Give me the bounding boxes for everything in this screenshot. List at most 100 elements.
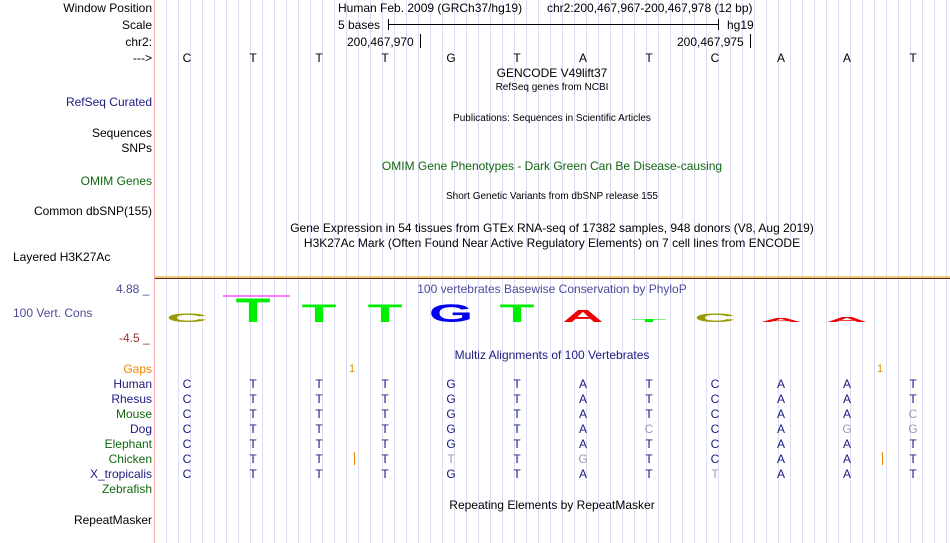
alignment-base: T <box>645 437 653 451</box>
alignment-base: C <box>182 467 192 481</box>
alignment-base: C <box>908 407 918 421</box>
label-omim-genes[interactable]: OMIM Genes <box>80 174 152 188</box>
phylop-letter-a: A <box>826 315 867 323</box>
scale-bar <box>388 24 718 25</box>
alignment-base: A <box>842 467 852 481</box>
alignment-base: C <box>644 422 654 436</box>
alignment-base: T <box>315 407 323 421</box>
sequence-base: T <box>249 51 257 65</box>
track-separator-orange <box>155 276 950 278</box>
species-label-rhesus[interactable]: Rhesus <box>111 392 152 406</box>
alignment-base: C <box>710 452 720 466</box>
gtex-title: Gene Expression in 54 tissues from GTEx … <box>290 221 814 235</box>
sequence-base: T <box>513 51 521 65</box>
alignment-base: T <box>513 437 521 451</box>
alignment-base: T <box>249 467 257 481</box>
label-refseq-curated[interactable]: RefSeq Curated <box>65 95 152 109</box>
alignment-base: A <box>578 437 588 451</box>
publications-title: Publications: Sequences in Scientific Ar… <box>453 113 651 124</box>
omim-phenotypes-title: OMIM Gene Phenotypes - Dark Green Can Be… <box>381 159 723 173</box>
coord-tick-right <box>750 34 751 48</box>
sequence-base: T <box>645 51 653 65</box>
alignment-base: T <box>909 437 917 451</box>
alignment-base: T <box>645 452 653 466</box>
phylop-letter-a: A <box>760 317 801 324</box>
alignment-base: G <box>446 422 456 436</box>
label-strand: ---> <box>133 51 152 65</box>
alignment-base: G <box>446 467 456 481</box>
alignment-base: T <box>249 437 257 451</box>
alignment-base: T <box>513 467 521 481</box>
alignment-base: T <box>447 452 455 466</box>
alignment-base: T <box>909 392 917 406</box>
sequence-base: T <box>381 51 389 65</box>
alignment-base: C <box>182 377 192 391</box>
alignment-base: T <box>381 392 389 406</box>
alignment-base: T <box>909 377 917 391</box>
alignment-base: T <box>909 452 917 466</box>
label-chr: chr2: <box>125 35 152 49</box>
gencode-title: GENCODE V49lift37 <box>496 66 608 80</box>
alignment-base: T <box>381 452 389 466</box>
alignment-base: T <box>513 377 521 391</box>
chicken-gap-marker-right <box>882 452 883 465</box>
alignment-base: T <box>381 467 389 481</box>
species-label-elephant[interactable]: Elephant <box>104 437 152 451</box>
species-label-x_tropicalis[interactable]: X_tropicalis <box>89 467 152 481</box>
label-sequences[interactable]: Sequences <box>91 126 152 140</box>
sequence-base: A <box>578 51 588 65</box>
alignment-base: T <box>315 452 323 466</box>
position-readout: chr2:200,467,967-200,467,978 (12 bp) <box>547 1 753 15</box>
phylop-title: 100 vertebrates Basewise Conservation by… <box>417 282 687 296</box>
multiz-title: Multiz Alignments of 100 Vertebrates <box>454 348 650 362</box>
alignment-base: G <box>446 437 456 451</box>
species-label-human[interactable]: Human <box>113 377 152 391</box>
phylop-letter-t: T <box>368 300 403 328</box>
alignment-base: T <box>249 392 257 406</box>
alignment-base: T <box>315 467 323 481</box>
label-common-dbsnp[interactable]: Common dbSNP(155) <box>33 204 152 218</box>
sequence-base: A <box>776 51 786 65</box>
alignment-base: T <box>249 407 257 421</box>
assembly-title: Human Feb. 2009 (GRCh37/hg19) <box>338 1 523 15</box>
phylop-letter-c: C <box>166 311 207 324</box>
alignment-base: A <box>578 392 588 406</box>
sequence-base: A <box>842 51 852 65</box>
coord-right: 200,467,975 <box>677 35 744 49</box>
chicken-gap-marker-left <box>354 452 355 465</box>
alignment-base: G <box>446 407 456 421</box>
phylop-letter-t: T <box>236 292 271 330</box>
sequence-base: T <box>315 51 323 65</box>
alignment-base: T <box>909 467 917 481</box>
alignment-base: G <box>446 377 456 391</box>
alignment-base: T <box>381 422 389 436</box>
alignment-base: G <box>446 392 456 406</box>
scale-label: 5 bases <box>338 18 381 32</box>
species-label-dog[interactable]: Dog <box>129 422 152 436</box>
scale-db: hg19 <box>727 18 754 32</box>
label-snps[interactable]: SNPs <box>121 141 152 155</box>
alignment-base: T <box>513 422 521 436</box>
alignment-base: A <box>776 422 786 436</box>
label-scale: Scale <box>121 18 152 32</box>
sequence-base: C <box>710 51 720 65</box>
species-label-zebrafish[interactable]: Zebrafish <box>101 482 152 496</box>
alignment-base: A <box>776 392 786 406</box>
alignment-base: T <box>513 452 521 466</box>
species-label-chicken[interactable]: Chicken <box>108 452 152 466</box>
alignment-base: T <box>381 407 389 421</box>
alignment-base: T <box>513 392 521 406</box>
scale-bar-tick-right <box>718 19 719 30</box>
alignment-base: A <box>776 407 786 421</box>
phylop-letter-t: T <box>302 300 337 328</box>
h3k27ac-title: H3K27Ac Mark (Often Found Near Active Re… <box>303 236 801 250</box>
alignment-base: A <box>842 452 852 466</box>
label-layered-h3k27ac[interactable]: Layered H3K27Ac <box>13 250 111 264</box>
base-gridlines <box>155 0 950 543</box>
label-vert-cons[interactable]: 100 Vert. Cons <box>13 306 93 320</box>
alignment-base: C <box>710 437 720 451</box>
species-label-mouse[interactable]: Mouse <box>115 407 152 421</box>
label-repeatmasker[interactable]: RepeatMasker <box>73 513 152 527</box>
